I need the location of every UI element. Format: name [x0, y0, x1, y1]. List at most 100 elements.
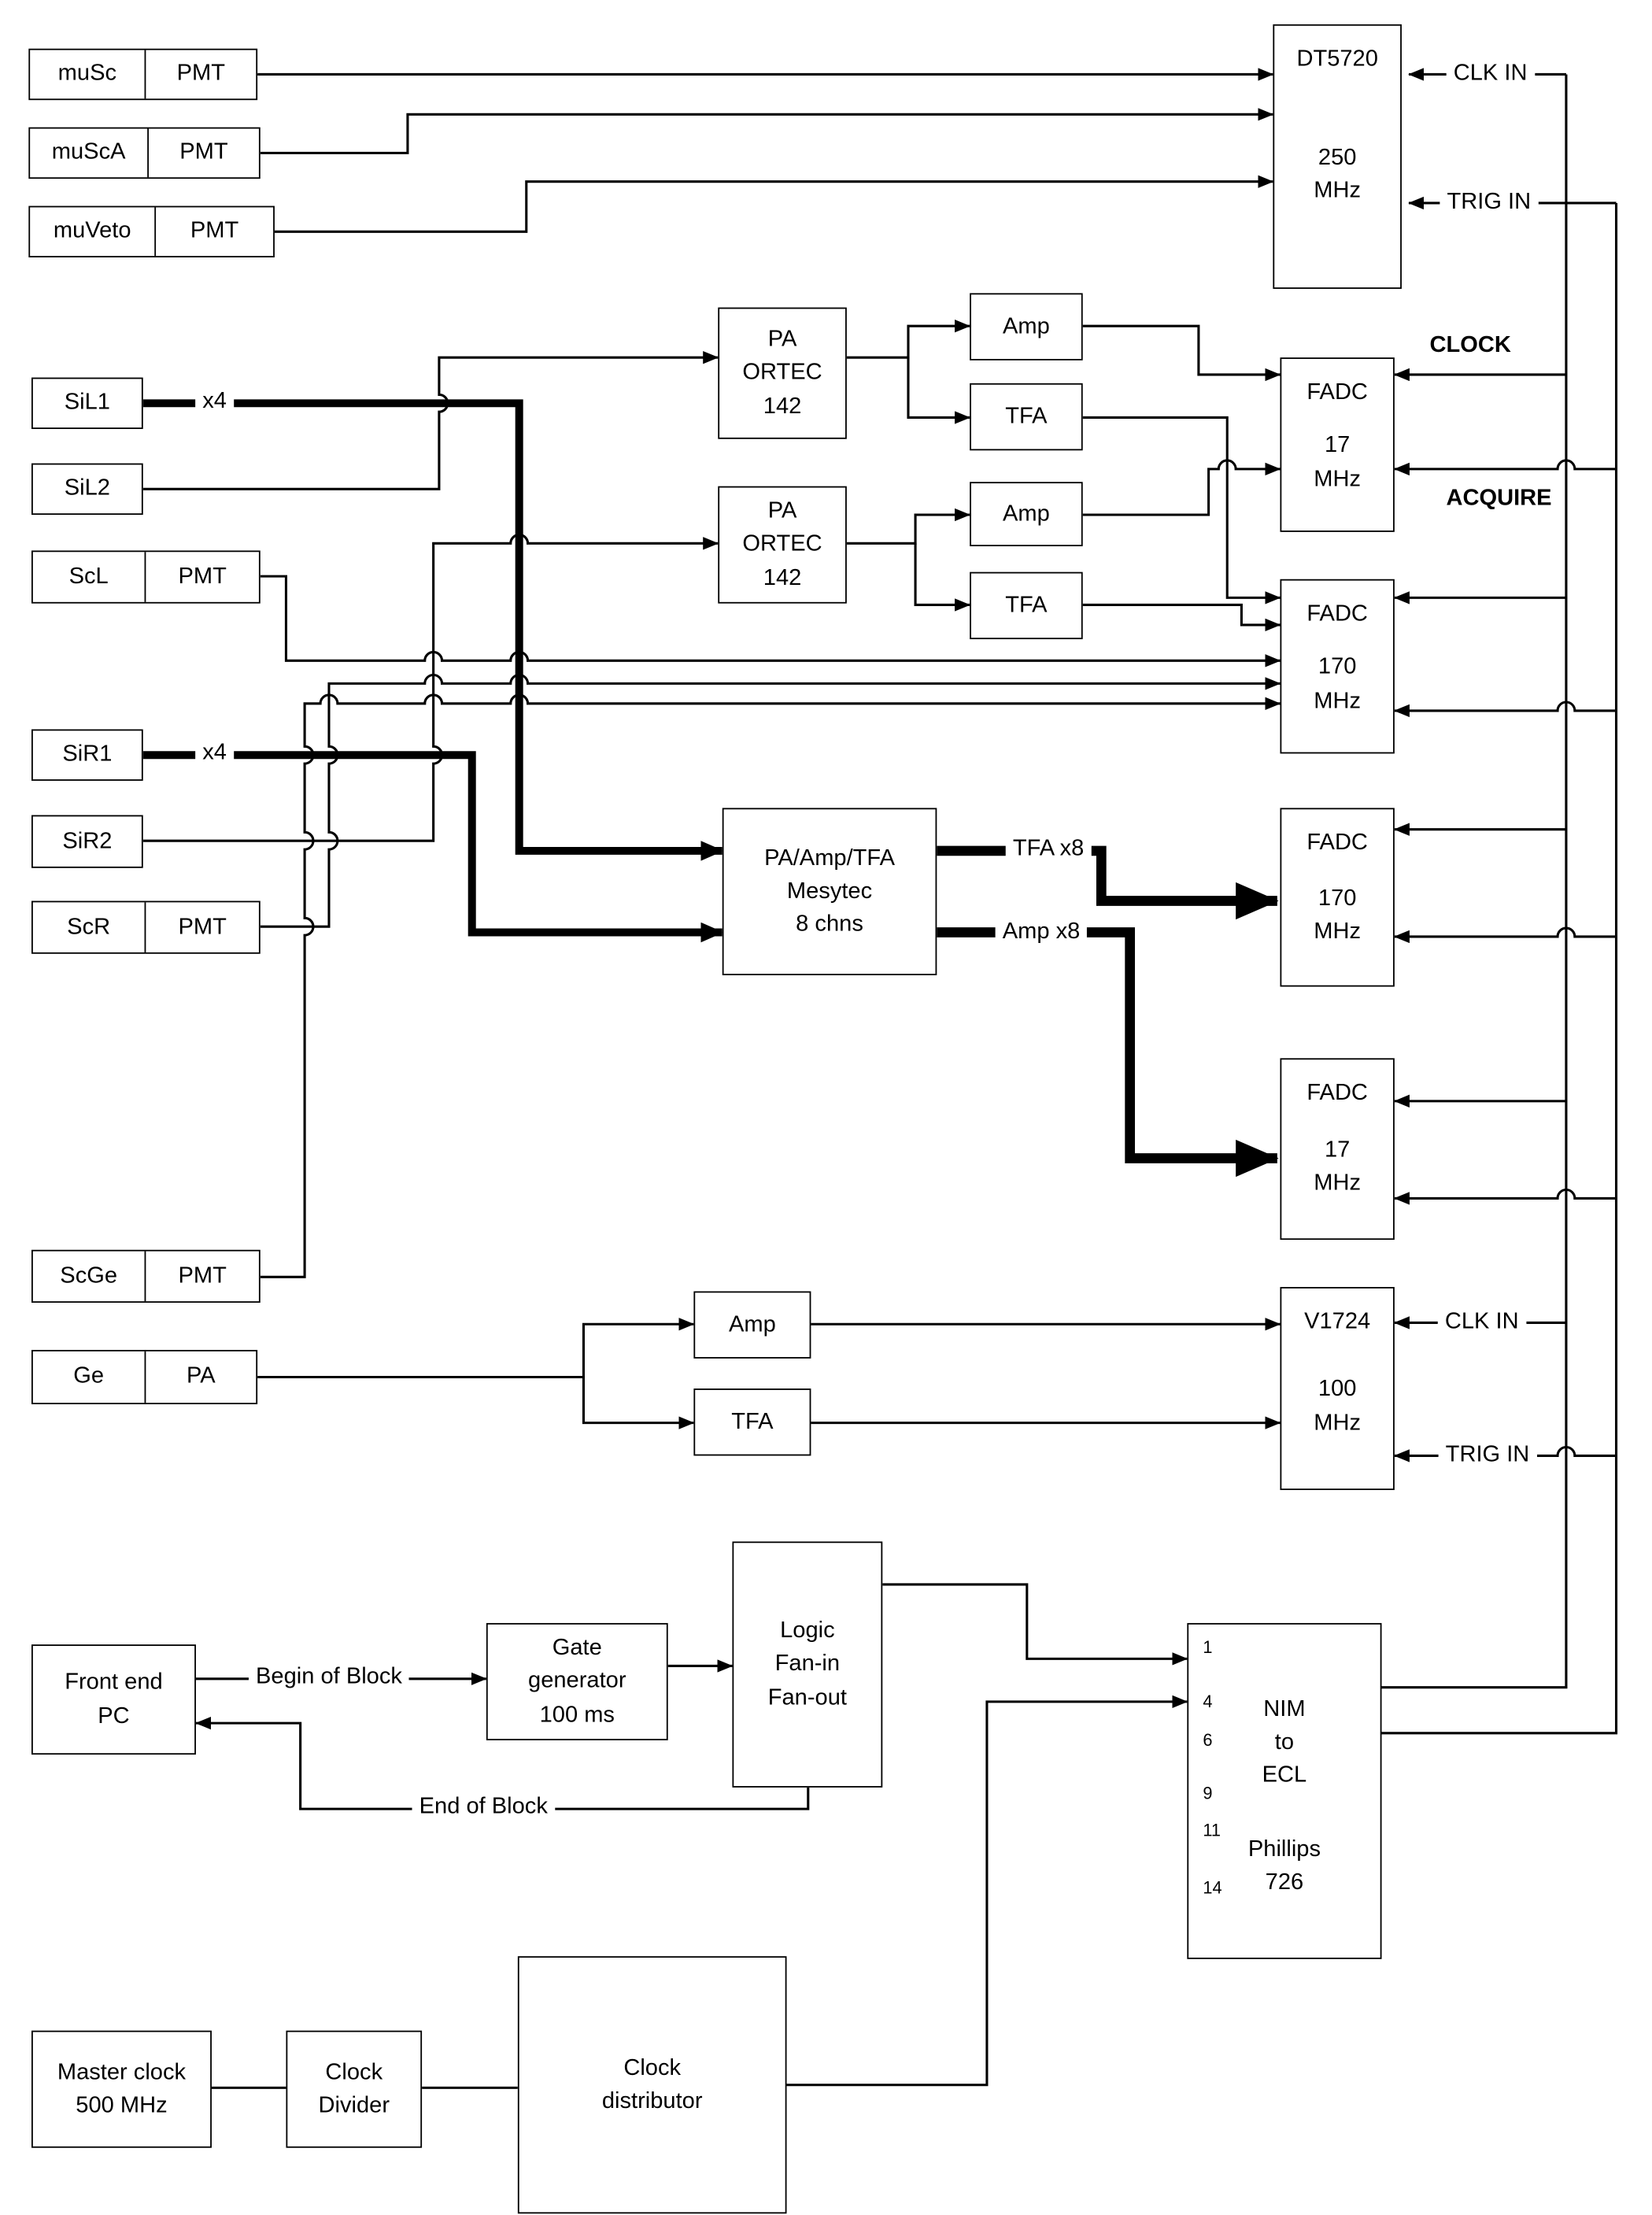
wire-scl-fadc170a: [260, 575, 1281, 667]
wire-logic-nim: [882, 1583, 1188, 1666]
digitizer-unit: MHz: [1314, 688, 1362, 713]
digitizer-freq: 17: [1324, 1137, 1351, 1163]
node-fadc-17mhz-1: FADC 17 MHz: [1280, 357, 1395, 532]
digitizer-model: FADC: [1306, 830, 1368, 856]
digitizer-freq: 17: [1324, 434, 1351, 459]
detector-name: ScGe: [60, 1263, 118, 1289]
pa2-line2: ORTEC: [742, 532, 822, 557]
wire-pa2-amp2: [846, 508, 971, 545]
digitizer-model: DT5720: [1296, 46, 1378, 72]
wire-ampx8-fadc17b: [937, 927, 1279, 1178]
pa1-line3: 142: [763, 394, 802, 419]
node-clock-distributor: Clock distributor: [517, 1956, 787, 2214]
wire-trigger-bus: [1380, 202, 1618, 1735]
wire-ge-tfa3: [582, 1377, 695, 1429]
detector-readout: PMT: [154, 207, 273, 257]
wire-muveto-dt5720: [274, 175, 1274, 233]
node-scl: ScL PMT: [31, 550, 261, 604]
gategen-line3: 100 ms: [539, 1702, 615, 1727]
nim-line3: ECL: [1262, 1763, 1307, 1788]
frontend-line1: Front end: [65, 1670, 163, 1695]
mesytec-line3: 8 chns: [796, 912, 863, 937]
logic-line2: Fan-in: [774, 1652, 841, 1677]
node-mesytec: PA/Amp/TFA Mesytec 8 chns: [722, 808, 937, 975]
nim-line1: NIM: [1263, 1697, 1306, 1722]
node-scr: ScR PMT: [31, 900, 261, 954]
detector-name: muVeto: [53, 219, 131, 244]
nim-channel: 9: [1203, 1783, 1213, 1803]
node-dt5720: DT5720 250 MHz: [1273, 24, 1402, 289]
tfa-x8-label: TFA x8: [1005, 836, 1092, 863]
detector-name: muSc: [57, 61, 117, 87]
mesytec-line1: PA/Amp/TFA: [764, 845, 895, 871]
node-v1724: V1724 100 MHz: [1280, 1287, 1395, 1491]
node-tfa-2: TFA: [970, 571, 1083, 640]
digitizer-unit: MHz: [1314, 919, 1362, 945]
digitizer-unit: MHz: [1314, 179, 1362, 204]
node-musca: muScA PMT: [28, 127, 261, 179]
node-amp-3: Amp: [693, 1291, 811, 1359]
detector-name: muScA: [51, 140, 126, 165]
nim-channel: 14: [1203, 1877, 1222, 1898]
wire-scr-fadc170a: [260, 674, 1281, 928]
wire-tfa2-fadc170a: [1082, 603, 1281, 632]
node-pa-ortec-1: PA ORTEC 142: [718, 307, 847, 439]
node-front-end-pc: Front end PC: [31, 1644, 196, 1755]
node-musc: muSc PMT: [28, 48, 258, 101]
mesytec-line2: Mesytec: [786, 879, 873, 904]
node-tfa-3: TFA: [693, 1389, 811, 1456]
wire-clock-bus: [1380, 74, 1568, 1689]
end-of-block-label: End of Block: [412, 1794, 555, 1821]
wire-sil2-pa1: [142, 350, 719, 490]
node-fadc-170mhz-1: FADC 170 MHz: [1280, 579, 1395, 754]
node-gate-generator: Gate generator 100 ms: [486, 1622, 668, 1740]
trig-in-label-dt5720: TRIG IN: [1439, 190, 1539, 216]
detector-readout: PMT: [144, 902, 259, 952]
node-sil2: SiL2: [31, 463, 143, 516]
wire-pa1-amp1: [846, 320, 971, 359]
wire-clockdist-nim: [786, 1695, 1188, 2087]
nim-channel: 4: [1203, 1692, 1213, 1712]
nim-channel: 1: [1203, 1637, 1213, 1658]
clock-label: CLOCK: [1422, 333, 1518, 359]
masterclock-line2: 500 MHz: [76, 2093, 168, 2118]
node-tfa-1: TFA: [970, 383, 1083, 451]
node-muveto: muVeto PMT: [28, 205, 275, 258]
wire-acquire-fadc170a: [1393, 701, 1617, 718]
logic-line1: Logic: [780, 1618, 835, 1644]
sir1-multiplicity-label: x4: [195, 741, 235, 767]
pa2-line3: 142: [763, 565, 802, 590]
digitizer-model: FADC: [1306, 380, 1368, 405]
node-clock-divider: Clock Divider: [286, 2030, 423, 2148]
wire-tfax8-fadc170b: [937, 845, 1279, 920]
node-amp-1: Amp: [970, 293, 1083, 361]
clk-in-label-v1724: CLK IN: [1437, 1310, 1526, 1336]
node-amp-2: Amp: [970, 482, 1083, 546]
node-master-clock: Master clock 500 MHz: [31, 2030, 212, 2148]
node-sir1: SiR1: [31, 729, 143, 781]
digitizer-freq: 170: [1318, 655, 1357, 680]
node-logic-fan: Logic Fan-in Fan-out: [732, 1541, 883, 1788]
nim-line2: to: [1274, 1730, 1295, 1755]
pa1-line1: PA: [767, 327, 797, 353]
detector-readout: PMT: [144, 50, 257, 99]
node-nim-to-ecl: 1 4 6 9 11 14 NIM to ECL Phillips 726: [1187, 1622, 1382, 1959]
gategen-line1: Gate: [552, 1636, 602, 1661]
detector-readout: PA: [144, 1351, 257, 1403]
clockdist-line1: Clock: [623, 2056, 682, 2080]
wire-amp1-fadc17a: [1082, 324, 1281, 382]
clockdiv-line1: Clock: [325, 2060, 383, 2085]
wire-scge-fadc170a: [260, 693, 1281, 1278]
wire-ge-amp3: [257, 1318, 695, 1379]
digitizer-freq: 250: [1318, 146, 1357, 171]
clockdiv-line2: Divider: [318, 2093, 390, 2118]
node-ge: Ge PA: [31, 1349, 258, 1404]
node-scge: ScGe PMT: [31, 1249, 261, 1303]
trig-in-label-v1724: TRIG IN: [1438, 1443, 1537, 1469]
clockdist-line2: distributor: [601, 2089, 703, 2114]
detector-name: Ge: [73, 1364, 105, 1389]
node-fadc-170mhz-2: FADC 170 MHz: [1280, 808, 1395, 987]
node-sil1: SiL1: [31, 377, 143, 430]
wire-pa1-tfa1: [907, 357, 971, 424]
wire-trigin-v1724: [1393, 1446, 1617, 1462]
